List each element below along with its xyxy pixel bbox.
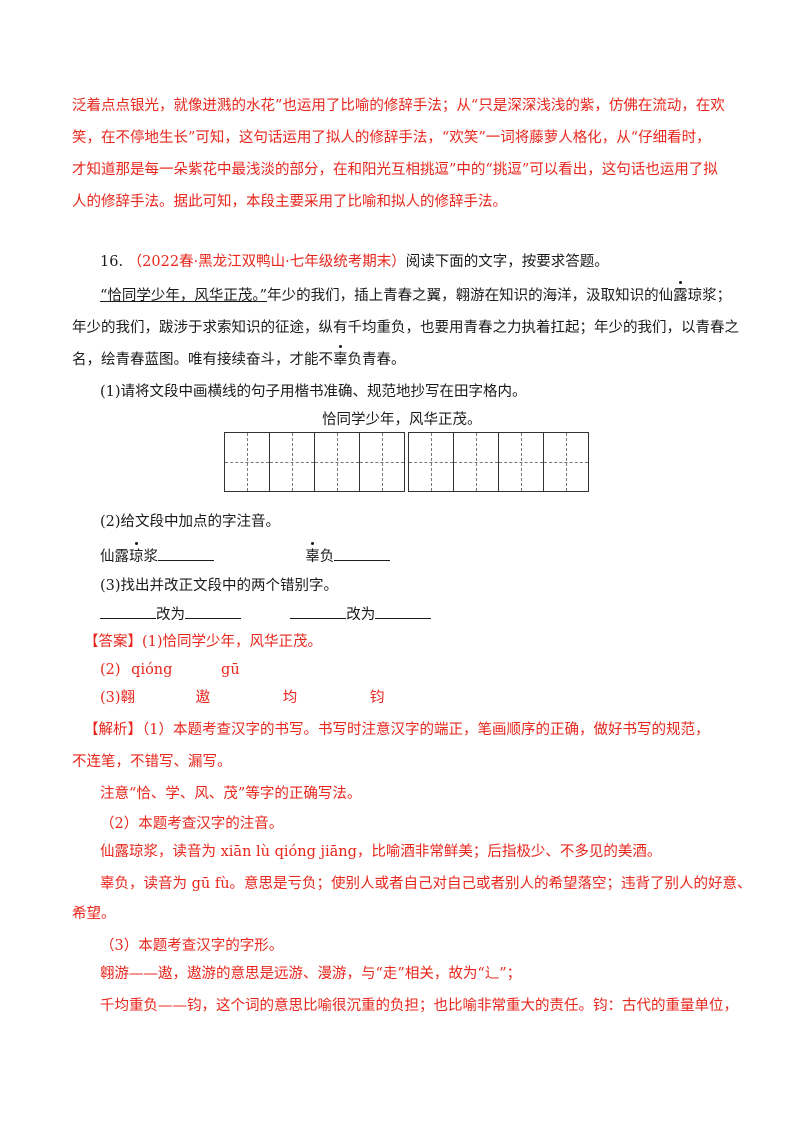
question-source: （2022春·黑龙江双鸭山·七年级统考期末） bbox=[127, 254, 406, 270]
answer-blank[interactable] bbox=[375, 604, 432, 619]
word-text: 浆 bbox=[143, 549, 159, 565]
dotted-char: 琼 bbox=[129, 542, 144, 565]
passage-line-1: “恰同学少年，风华正茂。”年少的我们，插上青春之翼，翱游在知识的海洋，汲取知识的… bbox=[100, 281, 732, 306]
answer-label: 【答案】 bbox=[84, 634, 142, 650]
dotted-char: 辜 bbox=[305, 542, 320, 565]
analysis-text: 注意“恰、学、风、茂”等字的正确写法。 bbox=[100, 786, 362, 802]
question-header: 16. （2022春·黑龙江双鸭山·七年级统考期末）阅读下面的文字，按要求答题。 bbox=[100, 252, 760, 272]
answer-line-3: (3)翱 遨 均 钧 bbox=[100, 688, 760, 708]
answer-blank[interactable] bbox=[158, 546, 214, 561]
analysis-line-3: 才知道那是每一朵紫花中最浅淡的部分，在和阳光互相挑逗”中的“挑逗”可以看出，这句… bbox=[72, 162, 718, 178]
answer-text: (1)恰同学少年，风华正茂。 bbox=[142, 634, 323, 650]
answer-blank[interactable] bbox=[334, 546, 391, 561]
analysis-text: （3）本题考查汉字的字形。 bbox=[100, 938, 284, 954]
answer-text: (2) bbox=[100, 662, 121, 678]
analysis-text: 希望。 bbox=[72, 906, 116, 922]
dotted-char: 露 bbox=[673, 281, 688, 304]
underlined-quote: “恰同学少年，风华正茂。” bbox=[100, 288, 268, 304]
analysis-label: 【解析】 bbox=[84, 722, 142, 738]
answer-text: 翱 bbox=[120, 690, 136, 706]
analysis-line-4: 人的修辞手法。据此可知，本段主要采用了比喻和拟人的修辞手法。 bbox=[72, 194, 507, 210]
question-instruction: 阅读下面的文字，按要求答题。 bbox=[405, 254, 609, 270]
answer-text: 遨 bbox=[195, 690, 211, 706]
sub-question-2: (2)给文段中加点的字注音。 bbox=[100, 514, 281, 530]
grid-cell[interactable] bbox=[359, 432, 405, 492]
answer-line-1: 【答案】(1)恰同学少年，风华正茂。 bbox=[84, 632, 744, 652]
analysis-line-2: 笑，在不停地生长”可知，这句话运用了拟人的修辞手法，“欢笑”一词将藤萝人格化，从… bbox=[72, 130, 711, 146]
passage-text: 琼浆； bbox=[687, 288, 732, 304]
passage-line-3: 名，绘青春蓝图。唯有接续奋斗，才能不辜负青春。 bbox=[72, 345, 732, 370]
passage-text: 年少的我们，插上青春之翼，翱游在知识的海洋，汲取知识的仙 bbox=[267, 288, 674, 304]
sub-question-1: (1)请将文段中画横线的句子用楷书准确、规范地抄写在田字格内。 bbox=[100, 384, 527, 400]
correction-row: 改为 改为 bbox=[100, 604, 760, 625]
answer-blank[interactable] bbox=[185, 604, 241, 619]
grid-cell[interactable] bbox=[453, 432, 499, 492]
sub-question-3: (3)找出并改正文段中的两个错别字。 bbox=[100, 578, 339, 594]
dotted-char: 辜 bbox=[333, 345, 348, 368]
model-sentence: 恰同学少年，风华正茂。 bbox=[322, 412, 482, 428]
question-number: 16. bbox=[100, 254, 124, 270]
answer-blank[interactable] bbox=[100, 604, 156, 619]
analysis-line-1: 泛着点点银光，就像迸溅的水花”也运用了比喻的修辞手法；从“只是深深浅浅的紫，仿佛… bbox=[72, 98, 725, 114]
answer-blank[interactable] bbox=[290, 604, 347, 619]
answer-text: gū bbox=[221, 662, 240, 678]
word-text: 仙露 bbox=[100, 549, 129, 565]
analysis-heading: 【解析】（1）本题考查汉字的书写。书写时注意汉字的端正，笔画顺序的正确，做好书写… bbox=[84, 720, 744, 740]
grid-cell[interactable] bbox=[314, 432, 360, 492]
tianzige-grid[interactable] bbox=[224, 432, 589, 492]
passage-text: 负青春。 bbox=[347, 352, 406, 368]
passage-text: 名，绘青春蓝图。唯有接续奋斗，才能不 bbox=[72, 352, 333, 368]
analysis-text: （1）本题考查汉字的书写。书写时注意汉字的端正，笔画顺序的正确，做好书写的规范， bbox=[142, 722, 710, 738]
grid-cell[interactable] bbox=[543, 432, 589, 492]
analysis-text: 仙露琼浆，读音为 xiān lù qióng jiāng，比喻酒非常鲜美；后指极… bbox=[100, 844, 662, 860]
analysis-text: 千均重负——钧，这个词的意思比喻很沉重的负担；也比喻非常重大的责任。钧：古代的重… bbox=[100, 998, 738, 1014]
word-text: 负 bbox=[319, 549, 335, 565]
analysis-text: 翱游——遨，遨游的意思是远游、漫游，与“走”相关，故为“辶”； bbox=[100, 966, 522, 982]
change-to-label: 改为 bbox=[346, 607, 376, 623]
grid-cell[interactable] bbox=[269, 432, 315, 492]
change-to-label: 改为 bbox=[156, 607, 185, 623]
answer-text: 钧 bbox=[369, 690, 385, 706]
grid-cell[interactable] bbox=[224, 432, 270, 492]
pinyin-row: 仙露琼浆 辜负 bbox=[100, 542, 760, 567]
answer-text: 均 bbox=[282, 690, 298, 706]
answer-text: qióng bbox=[131, 662, 173, 678]
analysis-text: （2）本题考查汉字的注音。 bbox=[100, 816, 284, 832]
answer-text: (3) bbox=[100, 690, 121, 706]
grid-cell[interactable] bbox=[408, 432, 454, 492]
analysis-text: 辜负，读音为 gū fù。意思是亏负；使别人或者自己对自己或者别人的希望落空；违… bbox=[100, 876, 752, 892]
analysis-text: 不连笔，不错写、漏写。 bbox=[72, 754, 232, 770]
grid-cell[interactable] bbox=[498, 432, 544, 492]
passage-line-2: 年少的我们，跋涉于求索知识的征途，纵有千均重负，也要用青春之力执着扛起；年少的我… bbox=[72, 320, 739, 336]
answer-line-2: (2) qióng gū bbox=[100, 660, 760, 680]
